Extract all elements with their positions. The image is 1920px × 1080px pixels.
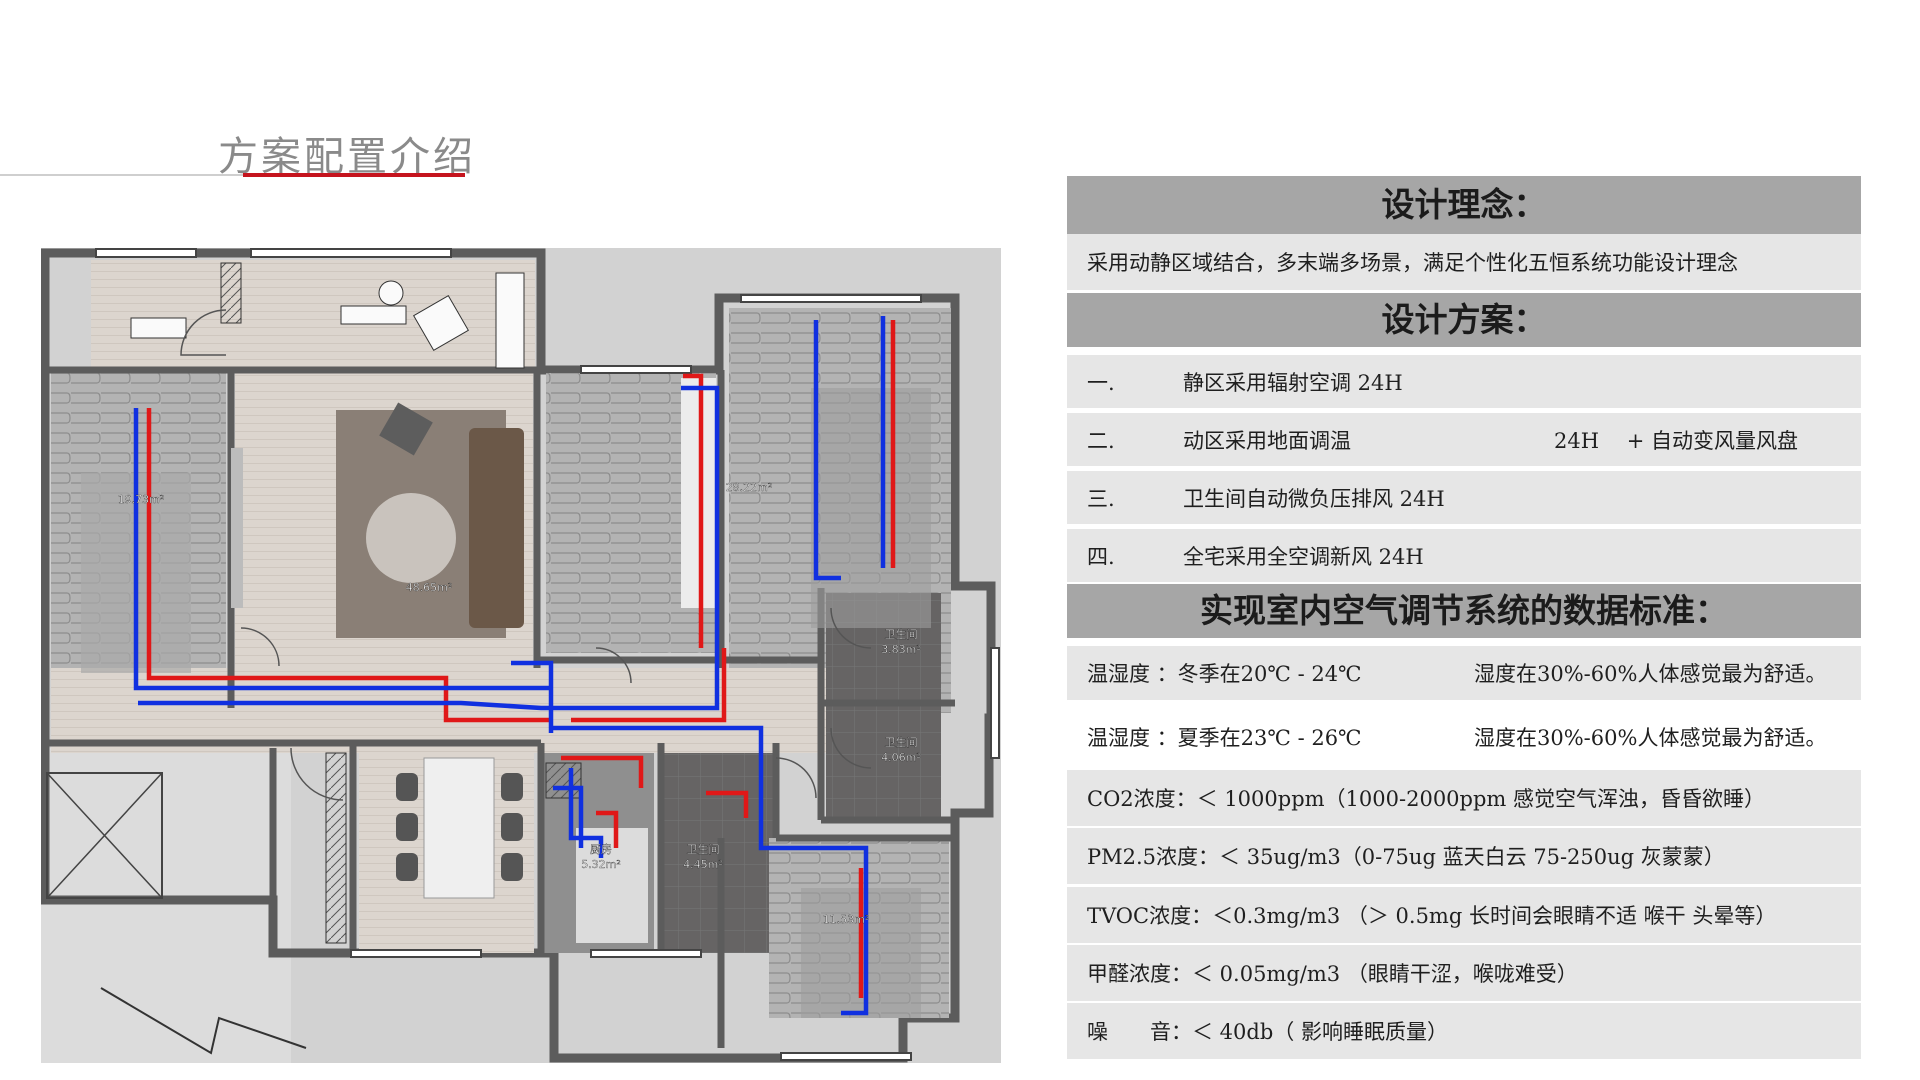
concept-text: 采用动静区域结合，多末端多场景，满足个性化五恒系统功能设计理念 — [1087, 251, 1738, 275]
wardrobe-2 — [681, 378, 716, 608]
break-line — [100, 987, 307, 1055]
standard-row-5: TVOC浓度：＜0.3mg/m3 （＞ 0.5mg 长时间会眼睛不适 喉干 头晕… — [1067, 887, 1861, 943]
windows — [95, 248, 1000, 1061]
plan-item-2: 二. 动区采用地面调温 24H + 自动变风量风盘 — [1067, 413, 1861, 466]
standard-row-1: 温湿度 ：冬季在20℃ - 24℃ 湿度在30%-60%人体感觉最为舒适。 — [1067, 646, 1861, 700]
plan-heading: 设计方案： — [1067, 293, 1861, 347]
label-bath-3: 卫生间 — [687, 842, 720, 856]
door-swings — [180, 309, 872, 801]
floor-plan: 19.73m² 48.65m² 28.22m² 卫生间 3.83m² 卫生间 4… — [41, 248, 1001, 1063]
storage-hatch — [325, 752, 347, 944]
label-bath-2: 卫生间 — [885, 735, 918, 749]
standard-heading: 实现室内空气调节系统的数据标准： — [1067, 584, 1861, 638]
kitchen-hatch — [545, 762, 582, 799]
plan-item-4: 四. 全宅采用全空调新风 24H — [1067, 529, 1861, 582]
dining-chairs — [396, 773, 523, 881]
standard-row-2: 温湿度 ：夏季在23℃ - 26℃ 湿度在30%-60%人体感觉最为舒适。 — [1067, 710, 1861, 764]
wardrobe-hatch — [220, 262, 242, 324]
title-underline-grey — [0, 174, 245, 176]
area-bedroom-3: 11.53m² — [823, 913, 870, 926]
standard-row-6: 甲醛浓度：＜ 0.05mg/m3 （眼睛干涩，喉咙难受） — [1067, 945, 1861, 1001]
balcony-void-cross — [46, 772, 163, 899]
bath-2-floor — [826, 705, 941, 817]
area-living-room: 48.65m² — [406, 581, 453, 594]
title-underline-red — [243, 173, 465, 177]
balcony-lower — [41, 748, 291, 1063]
side-table — [378, 280, 404, 306]
tv-cabinet — [231, 448, 243, 608]
label-bath-1: 卫生间 — [885, 627, 918, 641]
armchair — [379, 402, 433, 456]
shelf-unit — [495, 272, 525, 369]
standard-row-3: CO2浓度：＜ 1000ppm（1000-2000ppm 感觉空气浑浊，昏昏欲睡… — [1067, 770, 1861, 826]
area-bath-2: 4.06m² — [881, 751, 921, 764]
area-bath-1: 3.83m² — [881, 643, 921, 656]
area-kitchen: 5.32m² — [581, 858, 621, 871]
supply-pipes — [146, 320, 896, 998]
kitchen-counter — [576, 828, 648, 943]
area-master-bedroom: 19.73m² — [118, 493, 165, 506]
plan-item-3: 三. 卫生间自动微负压排风 24H — [1067, 471, 1861, 524]
daybed — [130, 317, 187, 339]
bed-2 — [811, 388, 931, 628]
plan-item-1: 一. 静区采用辐射空调 24H — [1067, 355, 1861, 408]
dining-table — [423, 757, 495, 899]
standard-row-7: 噪 音：＜ 40db（ 影响睡眠质量） — [1067, 1003, 1861, 1059]
top-lounge-floor — [91, 260, 535, 370]
concept-heading: 设计理念： — [1067, 176, 1861, 234]
concept-row: 采用动静区域结合，多末端多场景，满足个性化五恒系统功能设计理念 — [1067, 234, 1861, 290]
balcony-void — [46, 772, 163, 899]
sofa — [469, 428, 524, 628]
return-pipes — [133, 316, 886, 1016]
label-kitchen: 厨房 — [590, 843, 612, 856]
lounge-chair — [412, 294, 470, 352]
area-bedroom-2: 28.22m² — [726, 481, 773, 494]
area-bath-3: 4.45m² — [683, 858, 723, 871]
bench — [340, 305, 407, 325]
coffee-table — [366, 493, 456, 583]
standard-row-4: PM2.5浓度：＜ 35ug/m3（0-75ug 蓝天白云 75-250ug 灰… — [1067, 828, 1861, 884]
interior-walls — [45, 366, 955, 1048]
page-title: 方案配置介绍 — [218, 134, 476, 180]
